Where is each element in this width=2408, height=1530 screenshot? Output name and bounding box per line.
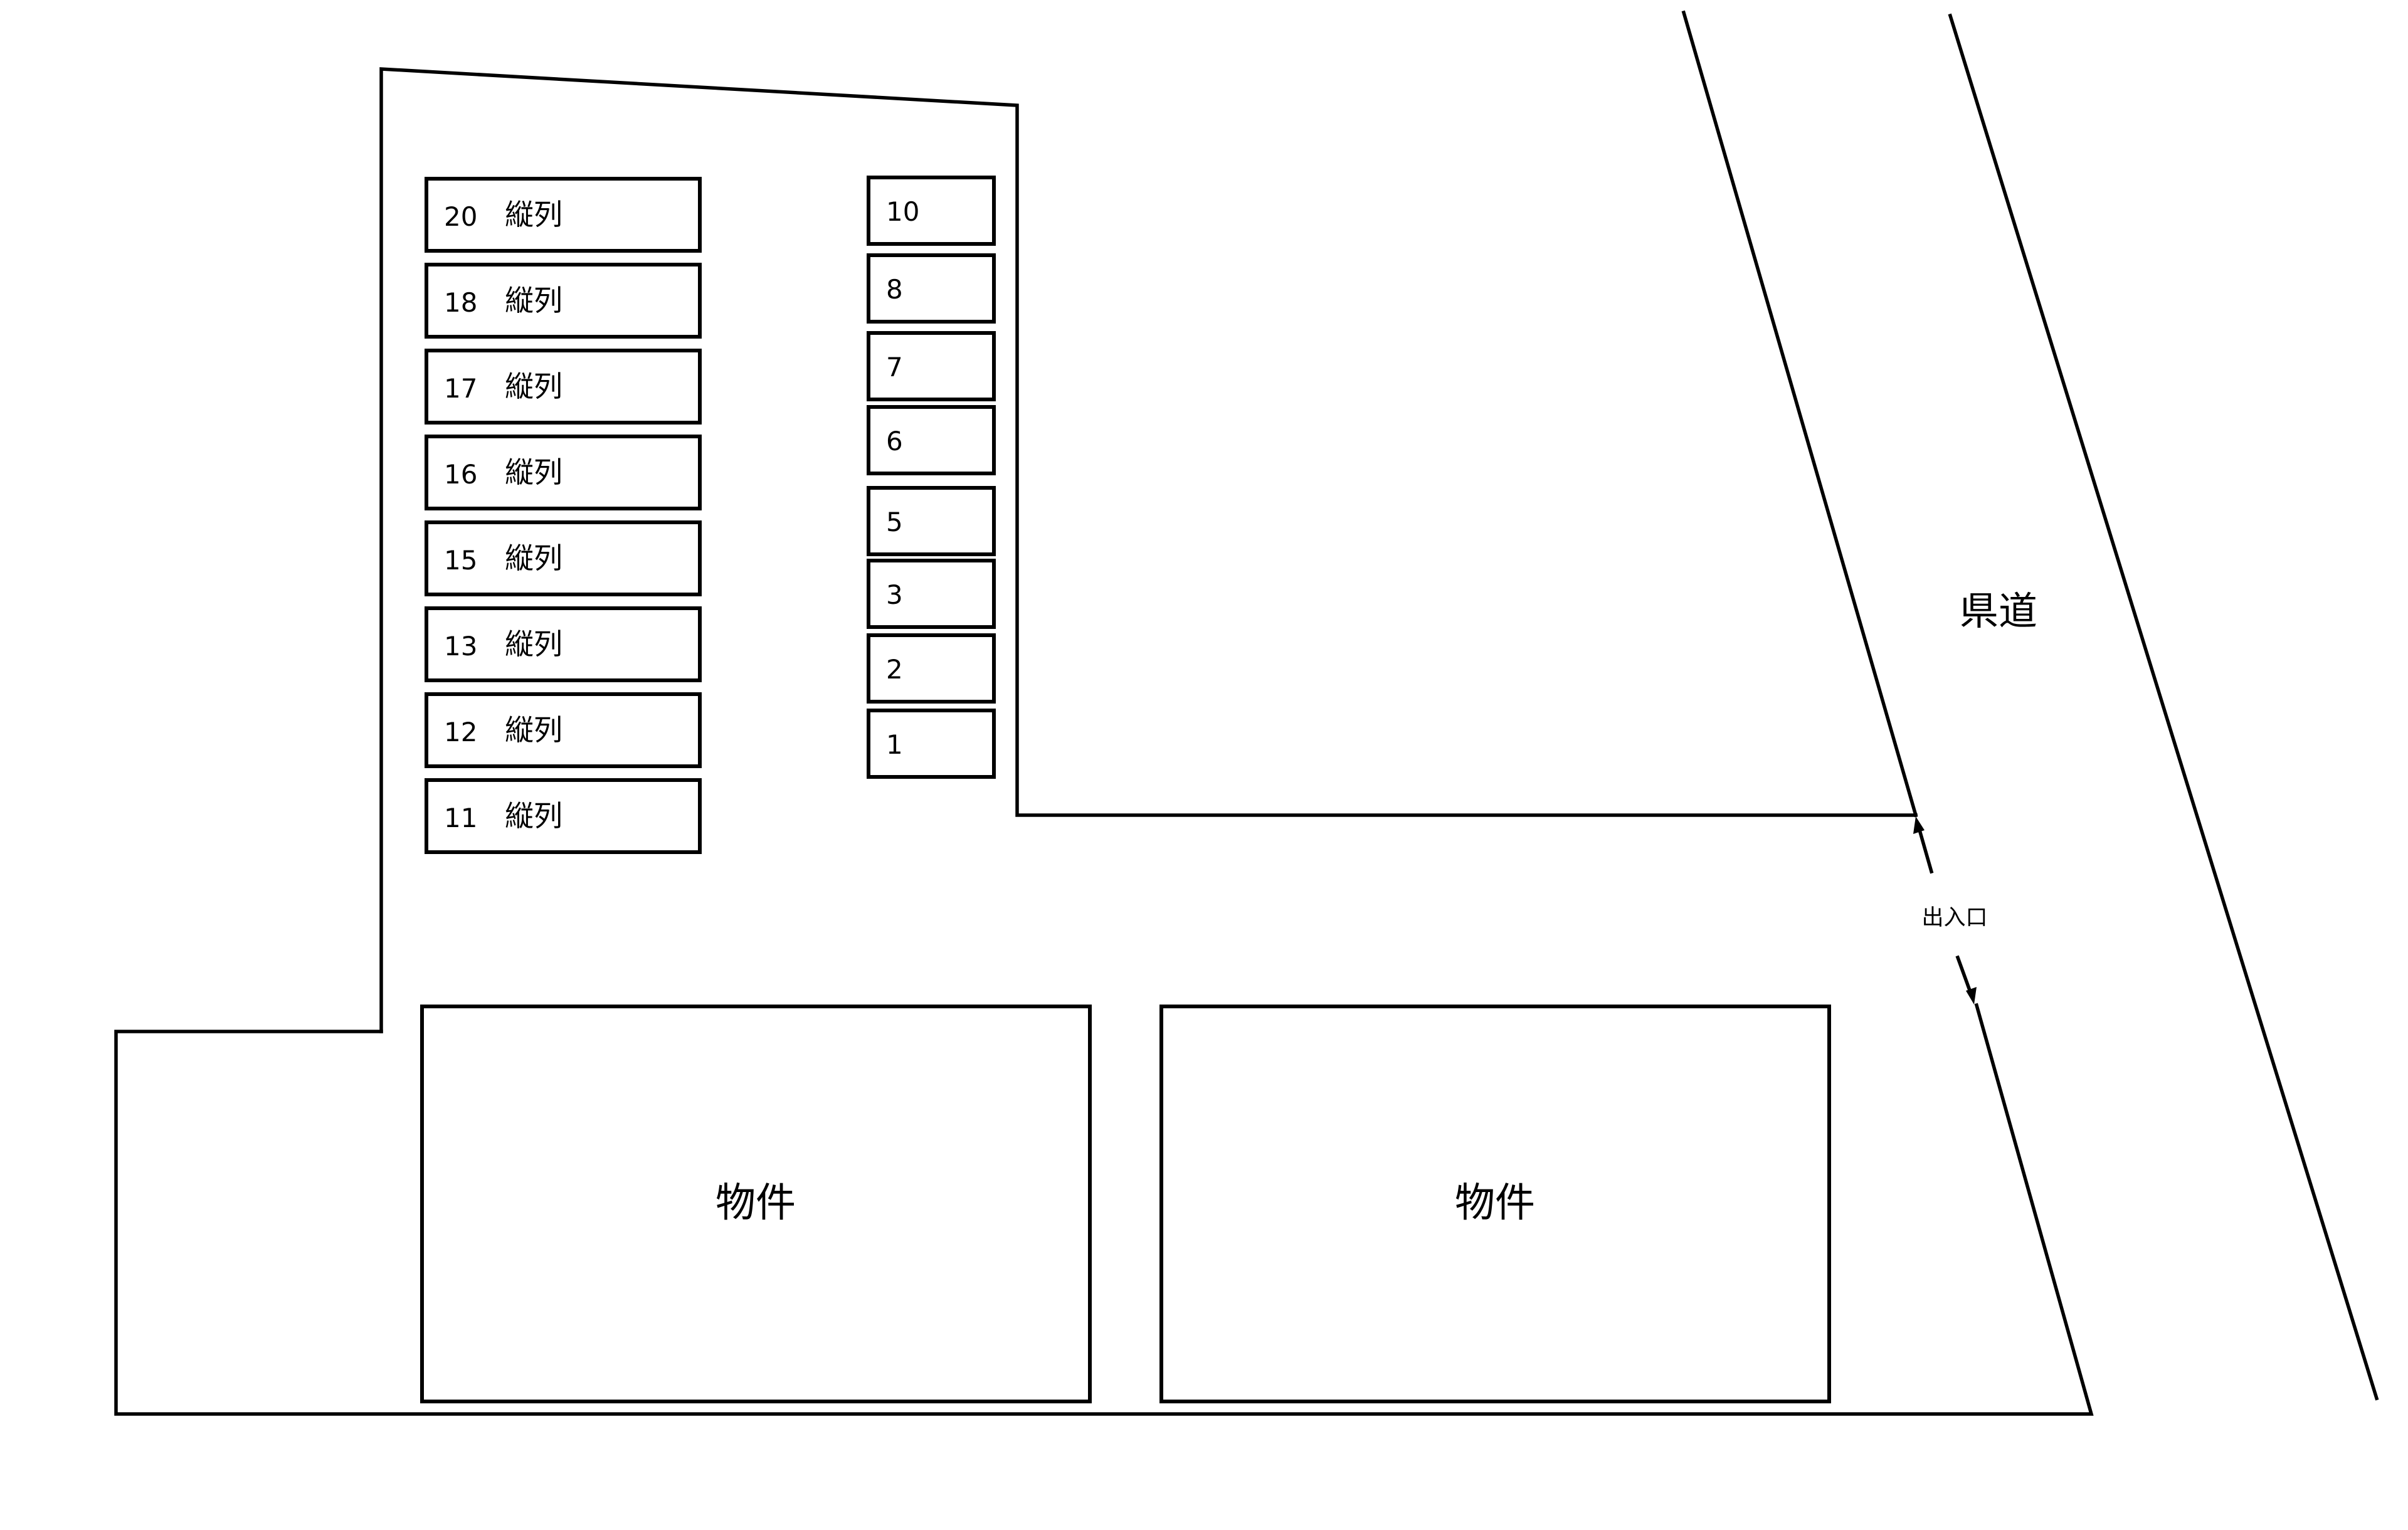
space-number: 7 bbox=[886, 352, 903, 382]
space-number: 12 bbox=[444, 717, 477, 747]
space-number: 1 bbox=[886, 729, 903, 760]
space-number: 8 bbox=[886, 274, 903, 305]
space-note: 縦列 bbox=[505, 198, 562, 231]
parking-space[interactable]: 13 縦列 bbox=[425, 606, 702, 682]
parking-space[interactable]: 16 縦列 bbox=[425, 435, 702, 510]
parking-space[interactable]: 20 縦列 bbox=[425, 177, 702, 253]
parking-space[interactable]: 3 bbox=[867, 559, 996, 629]
space-number: 18 bbox=[444, 287, 477, 318]
lot-boundary bbox=[379, 67, 1918, 1033]
space-number: 11 bbox=[444, 803, 477, 833]
building: 物件 bbox=[420, 1005, 1092, 1403]
road-label: 県道 bbox=[1960, 588, 2037, 634]
space-number: 2 bbox=[886, 654, 903, 685]
space-number: 3 bbox=[886, 579, 903, 610]
road-edge-left bbox=[1681, 10, 1918, 818]
parking-space[interactable]: 6 bbox=[867, 405, 996, 475]
entrance-arrow-down bbox=[1955, 955, 1977, 1005]
right-column-spaces: 10 8 7 6 5 3 2 1 bbox=[867, 176, 996, 779]
lot-boundary-lower bbox=[114, 1003, 2094, 1416]
parking-space[interactable]: 8 bbox=[867, 253, 996, 324]
entrance-label: 出入口 bbox=[1921, 905, 1987, 931]
space-note: 縦列 bbox=[505, 627, 562, 661]
parking-space[interactable]: 2 bbox=[867, 633, 996, 704]
space-number: 20 bbox=[444, 201, 477, 232]
space-number: 6 bbox=[886, 426, 903, 456]
parking-space[interactable]: 1 bbox=[867, 709, 996, 779]
space-number: 10 bbox=[886, 196, 919, 227]
building: 物件 bbox=[1159, 1005, 1831, 1403]
space-number: 13 bbox=[444, 631, 477, 662]
parking-space[interactable]: 18 縦列 bbox=[425, 263, 702, 339]
space-number: 5 bbox=[886, 507, 903, 537]
entrance-arrow-up bbox=[1913, 816, 1934, 874]
road-edge-right bbox=[1948, 13, 2379, 1401]
building-label: 物件 bbox=[716, 1180, 796, 1227]
parking-space[interactable]: 15 縦列 bbox=[425, 520, 702, 596]
building-label: 物件 bbox=[1455, 1180, 1535, 1227]
parking-space[interactable]: 17 縦列 bbox=[425, 349, 702, 425]
parking-space[interactable]: 12 縦列 bbox=[425, 692, 702, 768]
parking-space[interactable]: 10 bbox=[867, 176, 996, 246]
space-note: 縦列 bbox=[505, 455, 562, 489]
space-note: 縦列 bbox=[505, 713, 562, 747]
space-note: 縦列 bbox=[505, 541, 562, 575]
space-number: 16 bbox=[444, 459, 477, 490]
space-note: 縦列 bbox=[505, 369, 562, 403]
space-number: 17 bbox=[444, 373, 477, 404]
parking-space[interactable]: 7 bbox=[867, 331, 996, 401]
space-note: 縦列 bbox=[505, 283, 562, 317]
parking-space[interactable]: 11 縦列 bbox=[425, 778, 702, 854]
parking-space[interactable]: 5 bbox=[867, 486, 996, 556]
space-note: 縦列 bbox=[505, 799, 562, 833]
left-column-spaces: 20 縦列 18 縦列 17 縦列 16 縦列 15 縦列 13 縦列 bbox=[425, 177, 702, 854]
space-number: 15 bbox=[444, 545, 477, 576]
